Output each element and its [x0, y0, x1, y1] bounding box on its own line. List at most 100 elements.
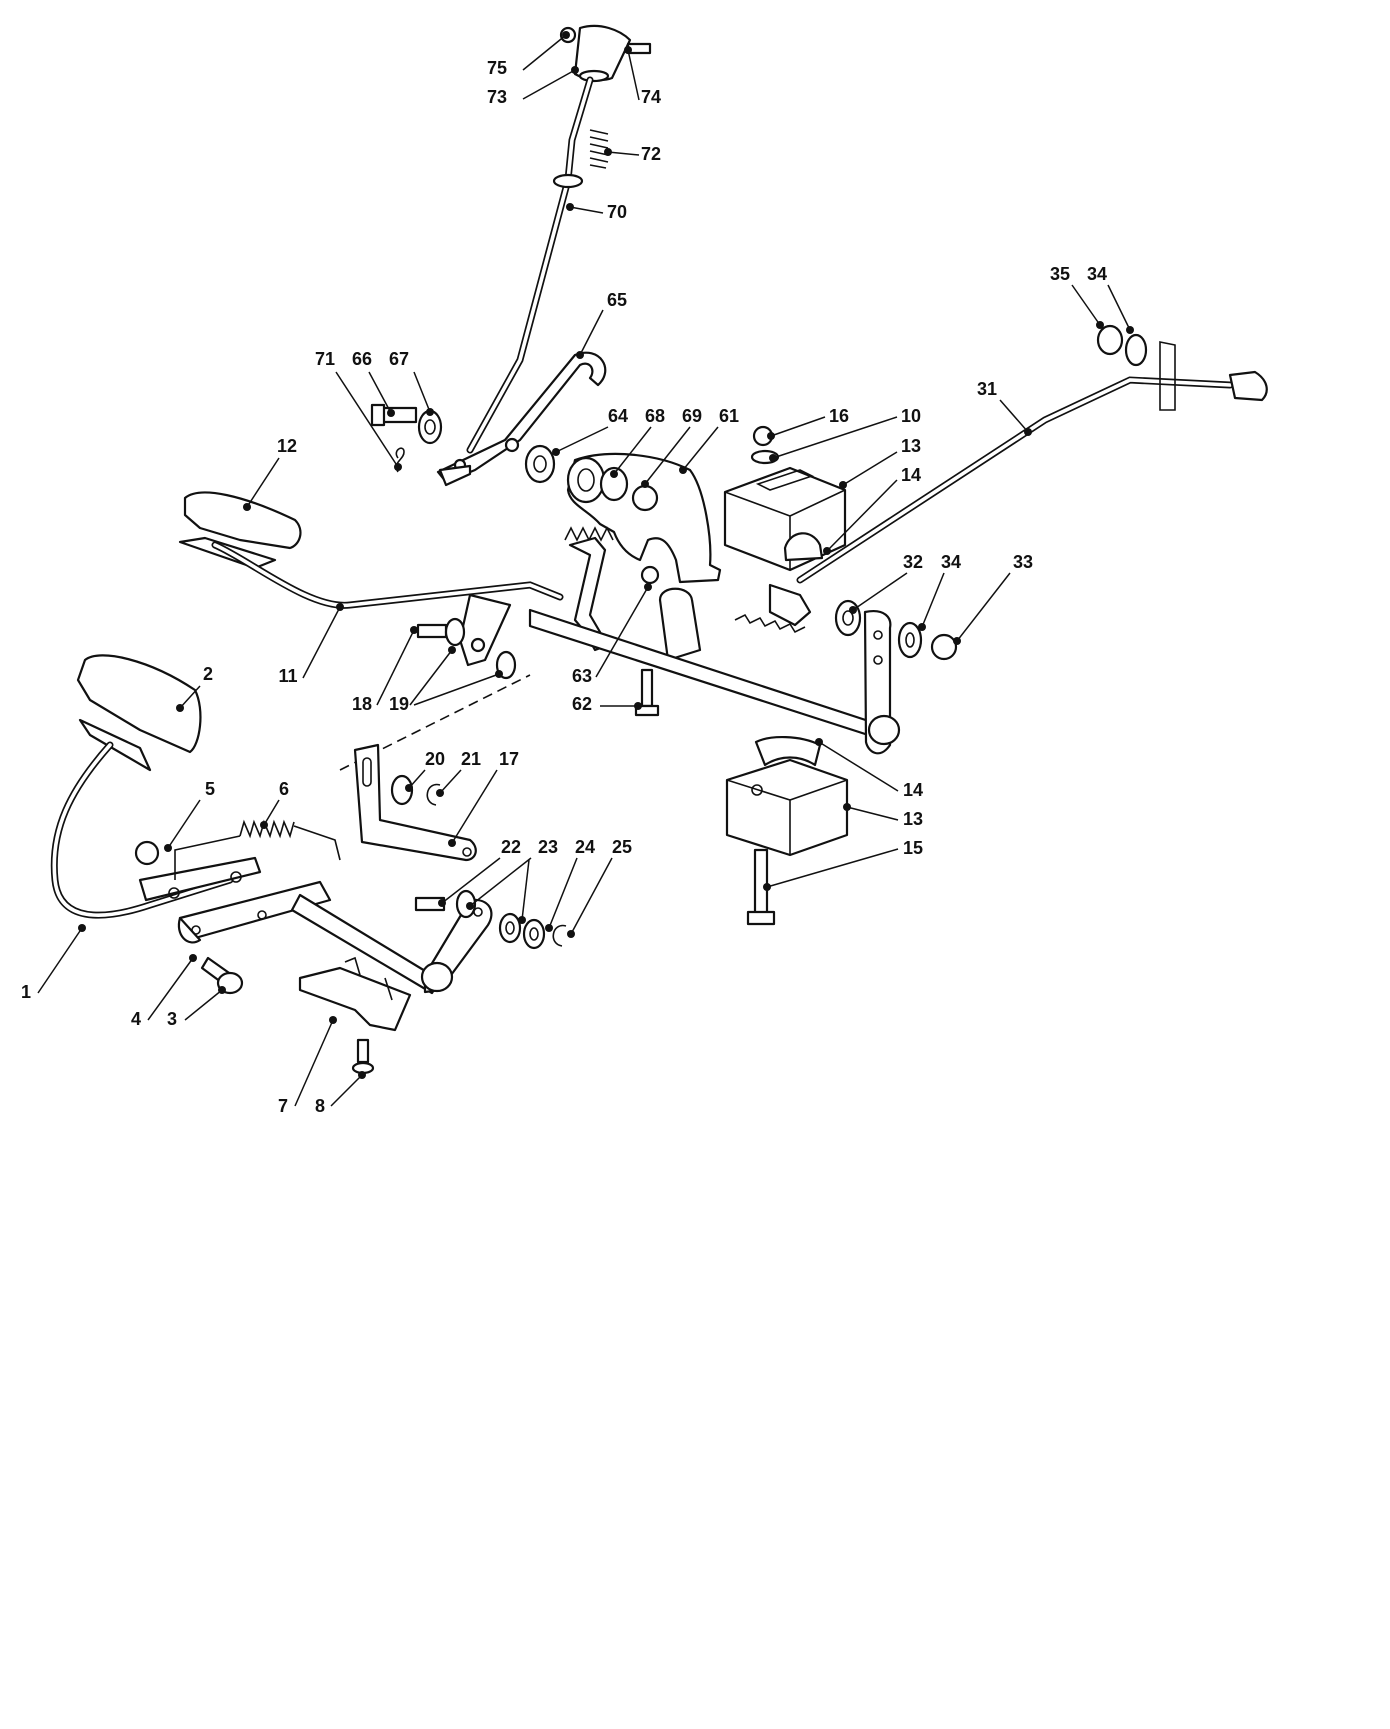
callout-dot — [466, 902, 474, 910]
callout-dot — [918, 623, 926, 631]
washer-34-top — [1124, 333, 1148, 367]
callout-leader — [548, 857, 578, 929]
callout-label: 5 — [205, 779, 215, 799]
callout-label: 70 — [607, 202, 627, 222]
callout-dot — [410, 626, 418, 634]
threaded-end — [768, 583, 812, 627]
callout-dot — [1024, 428, 1032, 436]
callout-label: 68 — [645, 406, 665, 426]
callout-label: 63 — [572, 666, 592, 686]
callout-leader — [439, 769, 462, 794]
callout-leader — [1071, 284, 1101, 326]
callout-dot — [448, 839, 456, 847]
bush-14-lower — [754, 735, 822, 767]
callout-label: 7 — [278, 1096, 288, 1116]
callout-dot — [394, 463, 402, 471]
callout-leader — [413, 673, 500, 706]
callout-label: 20 — [425, 749, 445, 769]
callout-label: 12 — [277, 436, 297, 456]
callout-leader — [766, 848, 899, 888]
spring-6 — [174, 819, 341, 880]
shaft-end-cap — [867, 714, 901, 746]
callout-label: 71 — [315, 349, 335, 369]
bushing-64 — [524, 444, 556, 484]
callout-dot — [624, 46, 632, 54]
callout-label: 17 — [499, 749, 519, 769]
callout-leader — [555, 426, 609, 453]
callout-label: 73 — [487, 87, 507, 107]
callout-leader — [184, 989, 223, 1021]
lever-bracket-assembly — [370, 351, 607, 487]
pedal-pad-12 — [183, 491, 302, 550]
callout-dot — [815, 738, 823, 746]
callout-leader — [682, 426, 719, 471]
callout-leader — [818, 741, 899, 792]
clutch-pedal-assembly — [50, 654, 341, 919]
callout-label: 34 — [941, 552, 961, 572]
callout-dot — [823, 547, 831, 555]
block-13-lower — [725, 758, 849, 857]
nut-33 — [930, 633, 958, 661]
callout-leader — [469, 857, 532, 907]
callout-dot — [164, 844, 172, 852]
callout-label: 62 — [572, 694, 592, 714]
callout-dot — [763, 883, 771, 891]
callout-dot — [1126, 326, 1134, 334]
callout-leader — [521, 859, 530, 921]
callout-dot — [329, 1016, 337, 1024]
callout-label: 69 — [682, 406, 702, 426]
callout-label: 24 — [575, 837, 595, 857]
callout-leader — [522, 69, 576, 100]
callout-label: 8 — [315, 1096, 325, 1116]
callout-dot — [610, 470, 618, 478]
rod-end-cap — [1228, 370, 1268, 402]
bush-block-lower — [725, 735, 849, 857]
callout-leader — [569, 206, 604, 214]
bush-14-upper — [783, 532, 824, 562]
callout-leader — [770, 416, 826, 437]
callout-leader — [826, 479, 898, 552]
callout-leader — [330, 1074, 363, 1107]
bolt-62 — [634, 668, 660, 717]
gear-lever-assembly — [466, 24, 652, 454]
callout-leader — [570, 857, 613, 935]
pedal-arm-1 — [138, 856, 262, 902]
callout-leader — [408, 769, 426, 789]
callout-leader — [294, 1019, 334, 1107]
u-bracket — [658, 587, 702, 662]
callout-dot — [358, 1071, 366, 1079]
callout-leader — [413, 371, 431, 413]
callout-leader — [921, 572, 945, 628]
callout-leader — [595, 586, 649, 678]
callout-dot — [644, 583, 652, 591]
callout-label: 10 — [901, 406, 921, 426]
clip-bracket-7 — [298, 966, 412, 1032]
nut-5 — [134, 840, 160, 866]
callout-label: 32 — [903, 552, 923, 572]
callout-label: 15 — [903, 838, 923, 858]
callout-dot — [953, 637, 961, 645]
lever-washer — [552, 173, 584, 189]
circlip-25 — [552, 924, 567, 947]
callout-leader — [852, 572, 908, 611]
callout-dot — [1096, 321, 1104, 329]
callout-dot — [405, 784, 413, 792]
washer-23a — [455, 889, 477, 919]
callout-dot — [436, 789, 444, 797]
callout-label: 33 — [1013, 552, 1033, 572]
lower-shaft-assembly — [177, 880, 493, 1075]
selector-plate-assembly — [524, 444, 722, 662]
lever-spring — [589, 129, 609, 169]
callout-leader — [613, 426, 652, 475]
bracket-17 — [353, 743, 477, 862]
callout-leader — [522, 34, 567, 71]
callout-leader — [263, 799, 280, 826]
callout-label: 19 — [389, 694, 409, 714]
callout-leader — [368, 371, 392, 414]
callout-label: 21 — [461, 749, 481, 769]
callout-label: 72 — [641, 144, 661, 164]
callout-dot — [260, 821, 268, 829]
callout-leader — [441, 857, 501, 904]
callout-leader — [627, 49, 640, 101]
callout-dot — [78, 924, 86, 932]
